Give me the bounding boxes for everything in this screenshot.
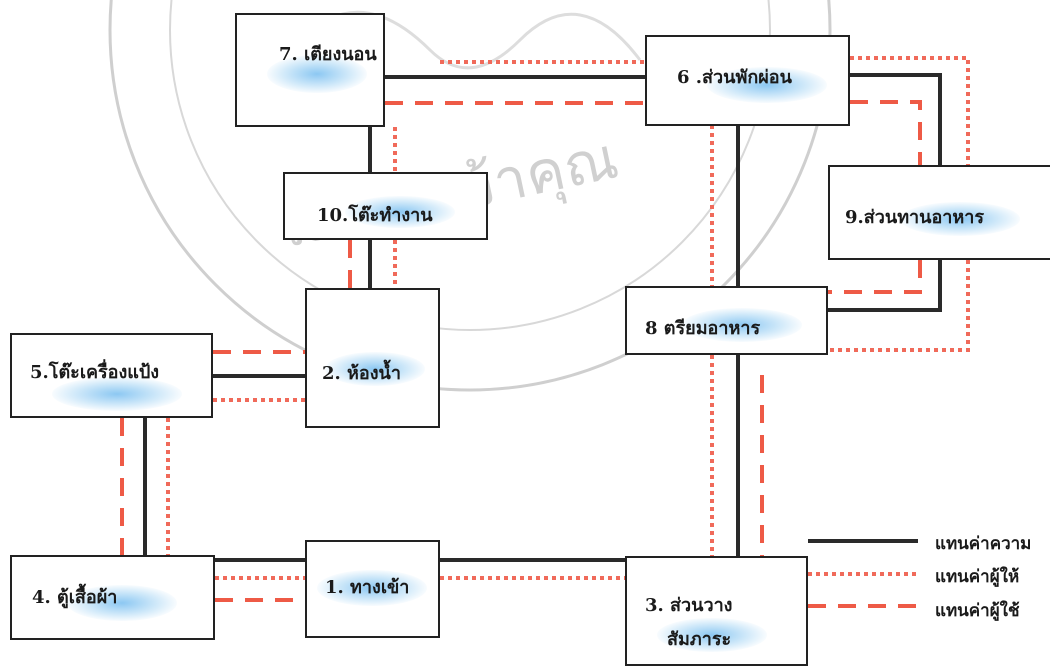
legend-dotted-text: แทนค่าผู้ให้ xyxy=(935,567,1020,587)
node-wardrobe: 4. ตู้เสื้อผ้า xyxy=(10,555,215,640)
dotted-lines xyxy=(166,56,970,580)
solid-lines xyxy=(143,73,942,562)
node-food-prep: 8 ตรียมอาหาร xyxy=(625,286,828,355)
node-relax-area: 6 .ส่วนพักผ่อน xyxy=(645,35,850,126)
node-storage: 3. ส่วนวาง สัมภาระ xyxy=(625,556,808,666)
legend-solid-text: แทนค่าความ xyxy=(935,534,1032,554)
dashed-lines xyxy=(120,100,922,608)
node-vanity: 5.โต๊ะเครื่องแป้ง xyxy=(10,333,213,418)
node-work-desk: 10.โต๊ะทำงาน xyxy=(283,172,488,240)
node-dining-area: 9.ส่วนทานอาหาร xyxy=(828,165,1050,260)
legend-dashed-text: แทนค่าผู้ใช้ xyxy=(935,601,1020,621)
node-entrance: 1. ทางเข้า xyxy=(305,540,440,638)
node-bathroom: 2. ห้องน้ำ xyxy=(305,288,440,428)
node-bed: 7. เตียงนอน xyxy=(235,13,385,127)
